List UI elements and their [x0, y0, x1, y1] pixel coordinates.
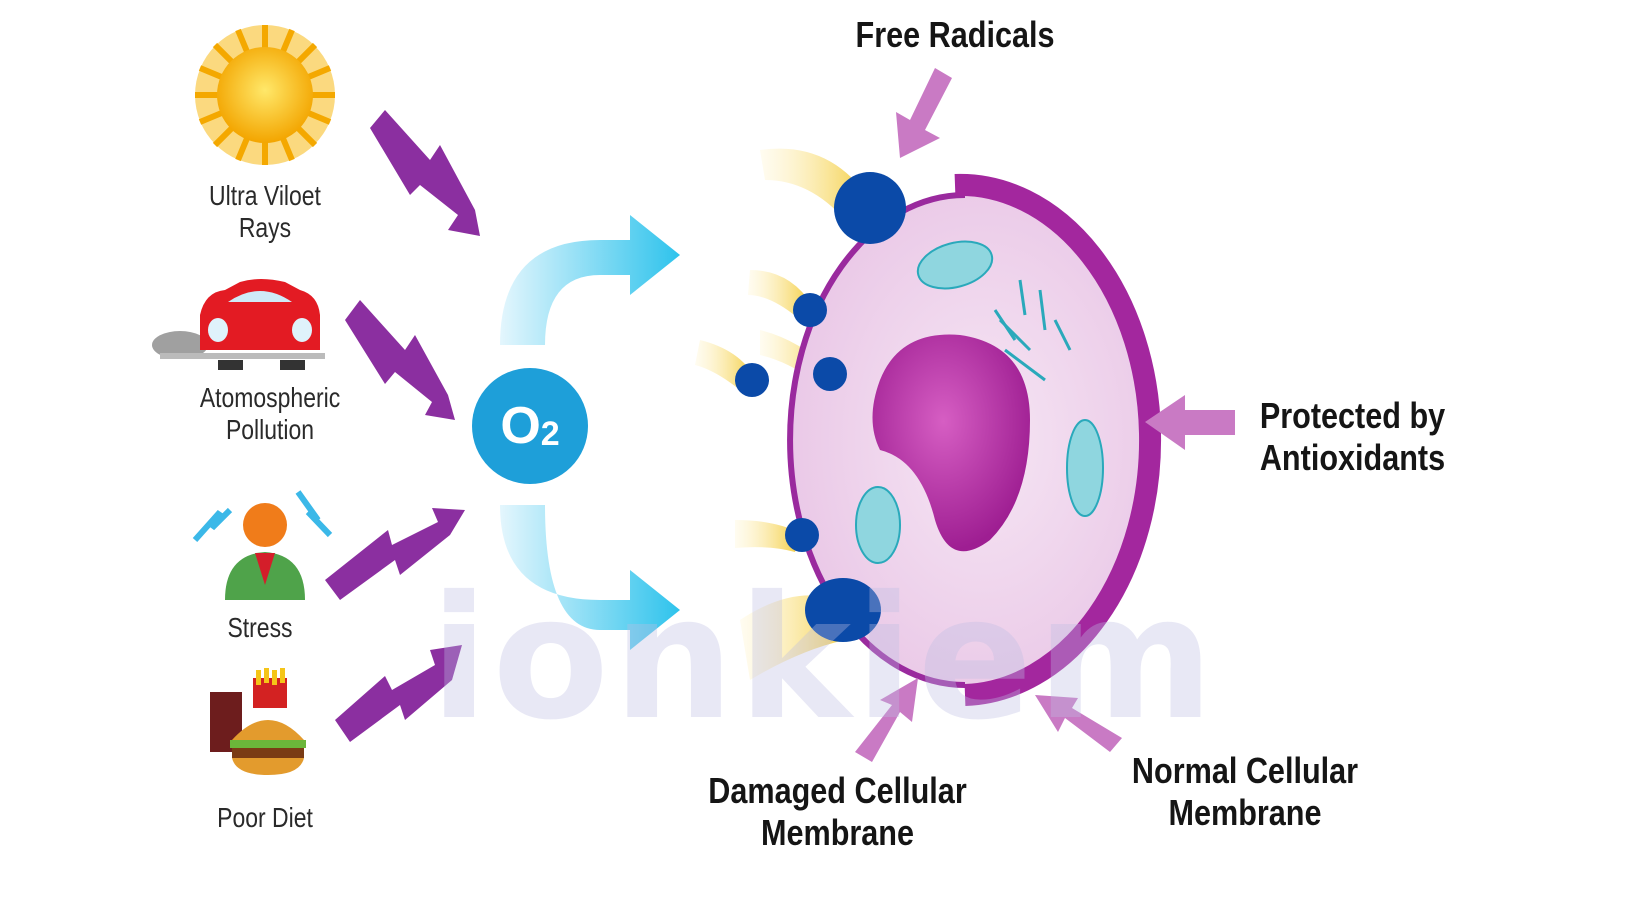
fast-food-icon: [210, 668, 306, 775]
free-radicals-arrow: [896, 68, 952, 158]
lightning-arrow-diet: [335, 645, 462, 742]
label-protected: Protected by Antioxidants: [1253, 395, 1453, 479]
label-line: Antioxidants: [1259, 437, 1446, 478]
label-line: Protected by: [1259, 395, 1446, 436]
source-label-stress: Stress: [227, 612, 293, 643]
normal-arrow: [1035, 695, 1122, 752]
normal-membrane: [954, 173, 1162, 706]
label-line: Damaged Cellular: [708, 770, 967, 811]
free-radical-dots: [735, 172, 906, 642]
car-icon: [152, 279, 325, 370]
source-label-uv: Ultra Viloet Rays: [199, 180, 330, 244]
label-normal-membrane: Normal Cellular Membrane: [1126, 750, 1364, 834]
label-line: Normal Cellular: [1131, 750, 1359, 791]
protected-arrow: [1145, 395, 1235, 450]
lightning-arrow-uv: [370, 110, 480, 236]
stressed-person-icon: [192, 490, 333, 600]
label-line: Atomospheric: [199, 382, 341, 413]
sun-icon: [195, 25, 335, 165]
oxygen-flow-arrows: [500, 215, 680, 650]
oxygen-symbol: O: [500, 397, 541, 455]
source-label-pollution: Atomospheric Pollution: [192, 382, 348, 446]
label-free-radicals: Free Radicals: [855, 14, 1055, 55]
oxygen-subscript: 2: [540, 414, 560, 453]
lightning-arrow-pollution: [345, 300, 455, 420]
label-pointer-arrows: [855, 68, 1235, 762]
label-line: Ultra Viloet: [209, 180, 321, 211]
nucleus: [872, 334, 1030, 552]
lightning-arrows: [325, 110, 480, 742]
label-line: Pollution: [225, 414, 315, 445]
label-line: Membrane: [1168, 792, 1322, 833]
label-damaged-membrane: Damaged Cellular Membrane: [704, 770, 972, 854]
cell: [787, 173, 1162, 706]
label-line: Rays: [238, 212, 292, 243]
damaged-arrow: [855, 678, 918, 762]
source-label-diet: Poor Diet: [217, 802, 313, 833]
lightning-arrow-stress: [325, 508, 465, 600]
label-line: Membrane: [760, 812, 915, 853]
